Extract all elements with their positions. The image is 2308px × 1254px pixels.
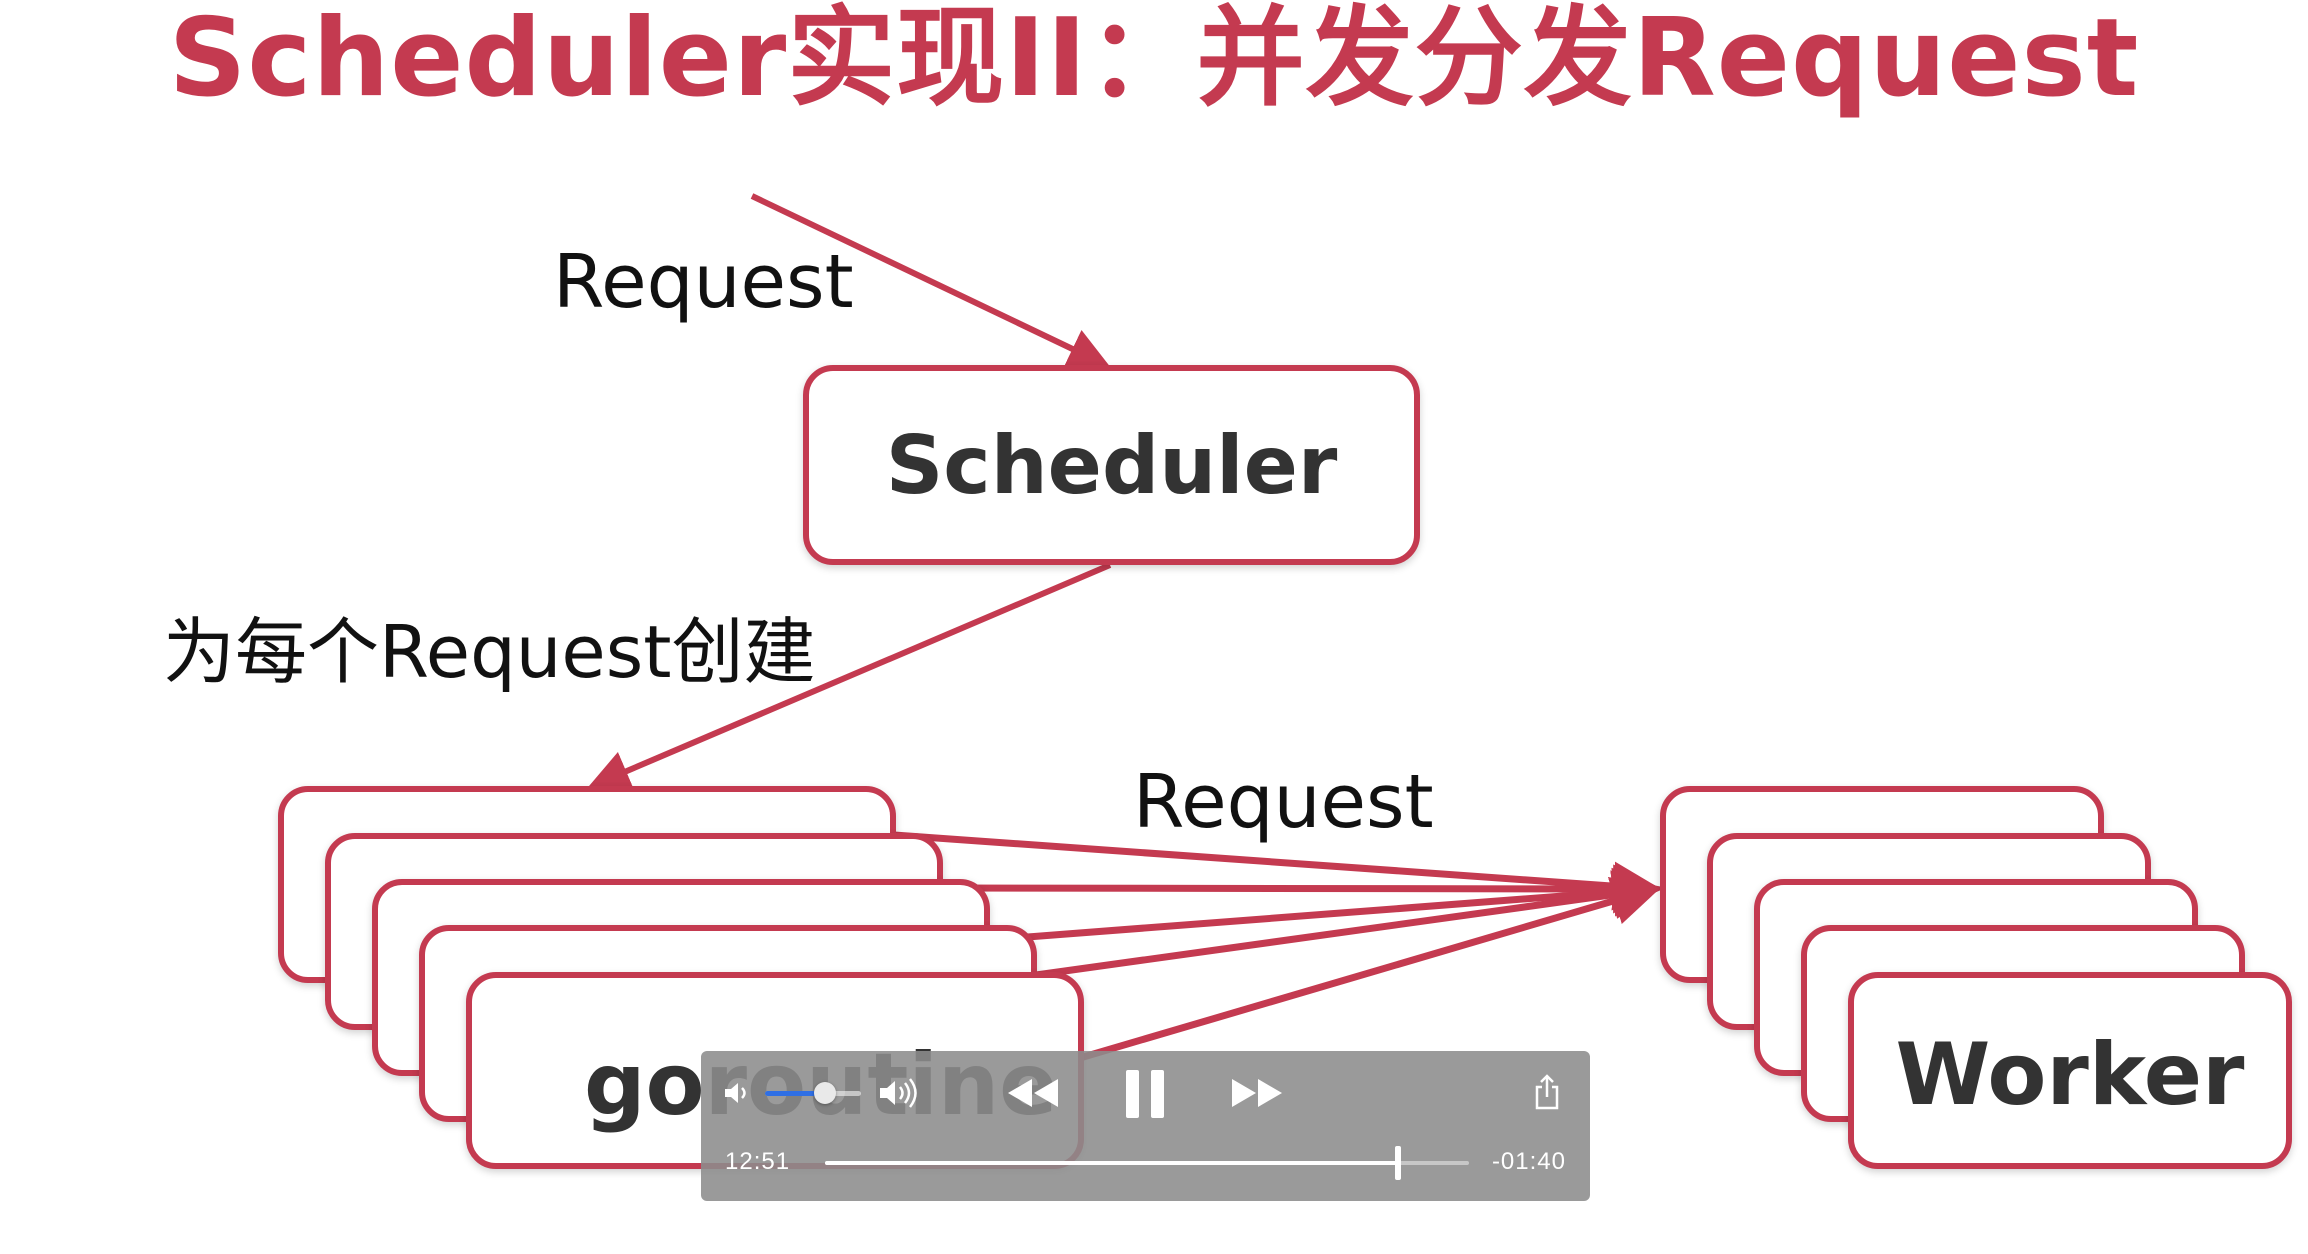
scheduler-label: Scheduler [885,419,1338,512]
time-elapsed: 12:51 [725,1148,791,1175]
volume-low-button[interactable] [721,1075,753,1111]
worker-label: Worker [1895,1025,2245,1125]
pause-button[interactable] [1117,1065,1173,1123]
volume-slider-fill [765,1091,825,1096]
share-button[interactable] [1531,1071,1563,1113]
arrow-goroutine-3-to-worker [987,867,1663,944]
volume-slider-knob[interactable] [813,1082,836,1104]
label-request-dispatch: Request [1133,759,1434,845]
scheduler-box: Scheduler [803,365,1420,565]
rewind-button[interactable] [1003,1071,1063,1115]
slide-title: Scheduler实现II：并发分发Request [168,0,2140,121]
pause-icon [1126,1070,1164,1118]
rewind-icon [1008,1079,1058,1107]
arrow-goroutine-4-to-worker [1035,870,1663,979]
speaker-high-icon [880,1078,917,1108]
time-remaining: -01:40 [1491,1148,1566,1175]
volume-high-button[interactable] [875,1073,923,1113]
worker-box-5: Worker [1848,972,2292,1169]
fast-forward-icon [1232,1079,1282,1107]
share-icon [1535,1074,1559,1110]
playback-scrubber-handle[interactable] [1395,1146,1402,1180]
video-player-controls: 12:51 -01:40 [701,1051,1590,1201]
playback-progress-bar[interactable] [825,1146,1469,1180]
speaker-low-icon [725,1083,746,1103]
playback-progress-fill [825,1161,1399,1165]
label-request-input: Request [553,239,854,325]
arrow-goroutine-5-to-worker [1079,877,1662,1062]
label-create-per-request: 为每个Request创建 [163,610,816,694]
volume-slider[interactable] [765,1082,861,1104]
arrow-goroutine-2-to-worker [941,864,1663,914]
fast-forward-button[interactable] [1227,1071,1287,1115]
